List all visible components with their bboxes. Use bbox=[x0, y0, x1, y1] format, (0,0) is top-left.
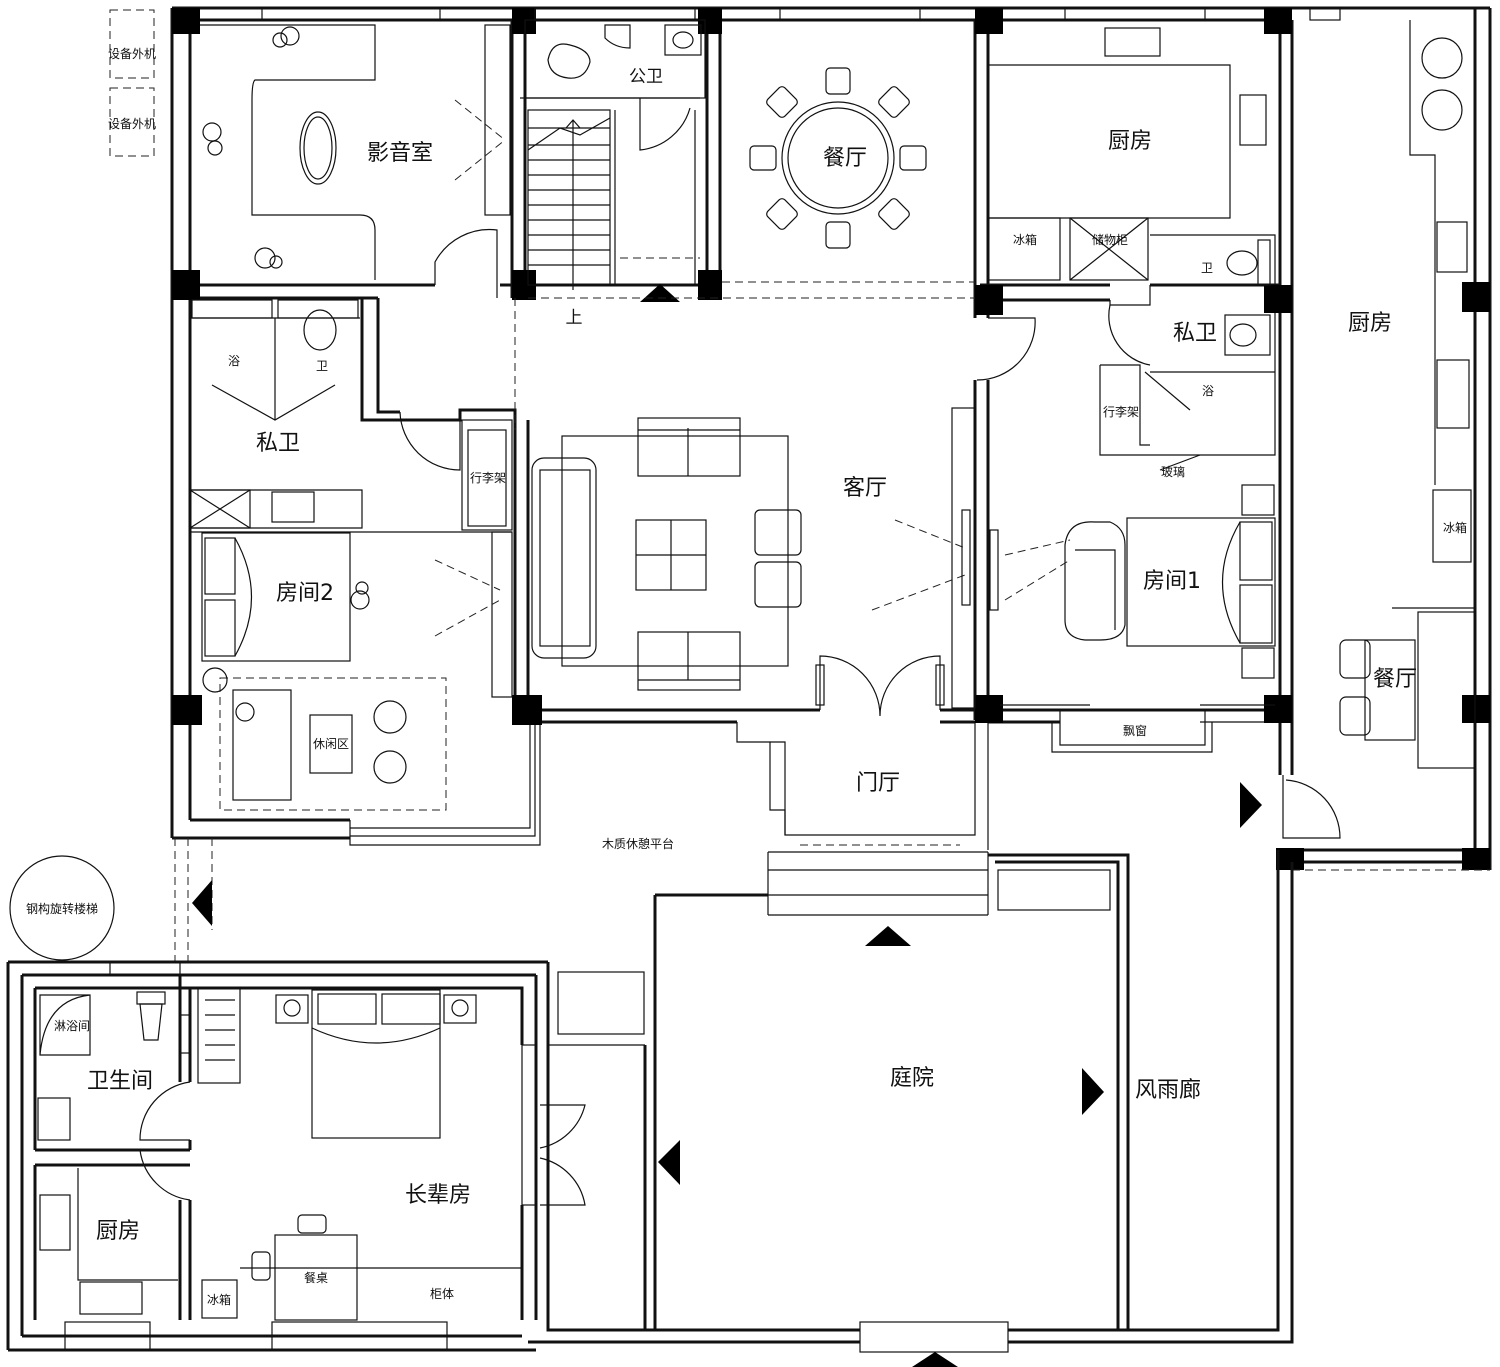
courtyard-arrow-east bbox=[1082, 1068, 1104, 1115]
av-room-label: 影音室 bbox=[367, 141, 433, 166]
covered-corridor-label: 风雨廊 bbox=[1135, 1078, 1201, 1103]
main-kitchen-label: 厨房 bbox=[1108, 129, 1152, 154]
small-fridge-label: 冰箱 bbox=[207, 1292, 231, 1307]
windows-top bbox=[261, 7, 1341, 21]
av-room bbox=[200, 24, 511, 298]
left-toilet-mark: 卫 bbox=[316, 359, 328, 373]
shower-label: 淋浴间 bbox=[54, 1019, 90, 1033]
structural-columns bbox=[172, 8, 1490, 870]
bay-window-label: 飘窗 bbox=[1123, 724, 1147, 738]
public-wc-label: 公卫 bbox=[629, 67, 663, 87]
storage-cabinet-label: 储物柜 bbox=[1092, 232, 1128, 247]
wooden-deck-label: 木质休憩平台 bbox=[602, 836, 674, 851]
living-room bbox=[531, 317, 1036, 709]
elder-room-label: 长辈房 bbox=[405, 1183, 471, 1208]
room-2 bbox=[190, 531, 513, 811]
living-room-label: 客厅 bbox=[843, 476, 887, 501]
cabinet-label: 柜体 bbox=[430, 1287, 454, 1301]
right-bath-mark: 浴 bbox=[1202, 384, 1214, 398]
entry-arrow-south bbox=[912, 1352, 958, 1367]
left-luggage-label: 行李架 bbox=[470, 470, 506, 485]
entry-arrow-west-deck bbox=[192, 880, 212, 926]
right-fridge-label: 冰箱 bbox=[1443, 520, 1467, 535]
stair-up-label: 上 bbox=[566, 308, 583, 328]
left-bath-mark: 浴 bbox=[228, 354, 240, 368]
spiral-stair-label: 钢构旋转楼梯 bbox=[26, 901, 98, 916]
right-toilet-mark: 卫 bbox=[1201, 261, 1213, 275]
glass-label: 玻璃 bbox=[1161, 465, 1185, 479]
right-luggage-label: 行李架 bbox=[1103, 404, 1139, 419]
main-fridge-label: 冰箱 bbox=[1013, 232, 1037, 247]
courtyard-label: 庭院 bbox=[890, 1066, 934, 1091]
main-dining-table bbox=[749, 67, 927, 249]
bathroom-label: 卫生间 bbox=[87, 1069, 153, 1094]
leisure-area-label: 休闲区 bbox=[313, 737, 349, 751]
entry-arrow-east bbox=[1240, 782, 1262, 828]
foyer-label: 门厅 bbox=[856, 771, 900, 796]
dining-table-label: 餐桌 bbox=[304, 1270, 328, 1285]
equipment-unit-1-label: 设备外机 bbox=[108, 47, 156, 61]
right-dining-label: 餐厅 bbox=[1373, 667, 1417, 692]
main-kitchen bbox=[987, 27, 1267, 306]
courtyard bbox=[528, 850, 1294, 1353]
right-private-wc-label: 私卫 bbox=[1173, 321, 1217, 346]
small-kitchen-label: 厨房 bbox=[96, 1219, 140, 1244]
left-private-wc-label: 私卫 bbox=[256, 431, 300, 456]
right-private-wc bbox=[1108, 239, 1275, 471]
right-kitchen-label: 厨房 bbox=[1348, 311, 1392, 336]
left-private-wc bbox=[189, 299, 513, 531]
courtyard-arrow-west bbox=[658, 1140, 680, 1185]
walls-main-house bbox=[170, 6, 1492, 870]
room-2-label: 房间2 bbox=[276, 581, 334, 606]
foyer bbox=[767, 655, 989, 946]
equipment-unit-2-label: 设备外机 bbox=[108, 117, 156, 131]
right-wing bbox=[1282, 20, 1476, 839]
main-dining-label: 餐厅 bbox=[823, 146, 867, 171]
room-1 bbox=[989, 484, 1276, 753]
public-wc-and-stairs bbox=[524, 19, 706, 302]
room-1-label: 房间1 bbox=[1143, 569, 1201, 594]
elder-suite bbox=[6, 960, 586, 1352]
